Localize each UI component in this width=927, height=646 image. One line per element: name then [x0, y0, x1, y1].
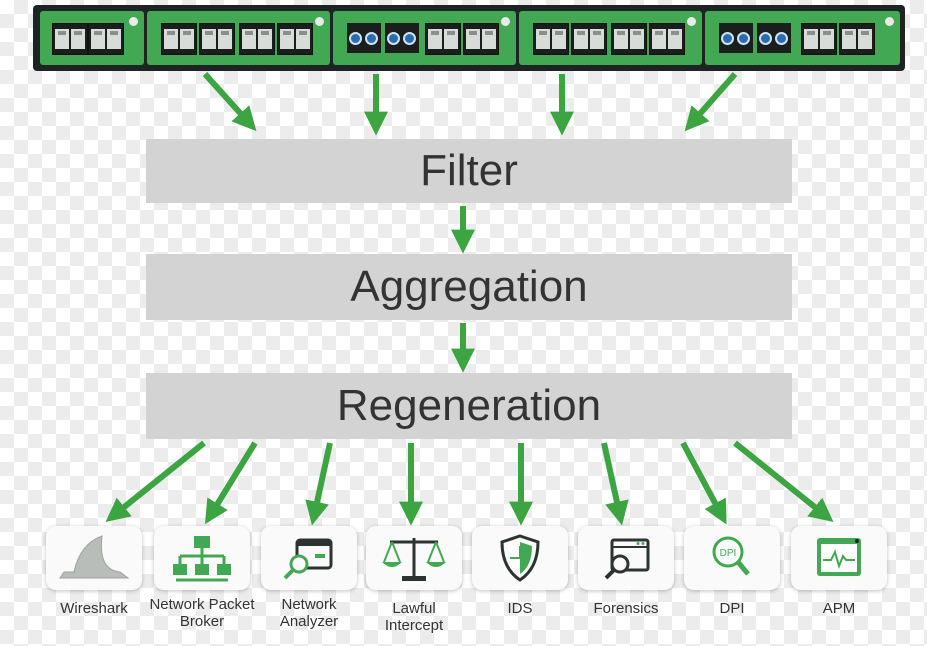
port-module-1 — [40, 11, 144, 65]
aggregation-stage: Aggregation — [146, 254, 792, 320]
sfp-port — [385, 23, 419, 53]
status-led — [687, 17, 696, 26]
arrow-to-wireshark — [105, 440, 206, 523]
status-led — [129, 17, 138, 26]
dpi-icon-text: DPI — [720, 548, 737, 559]
rj45-port — [533, 23, 569, 55]
port-module-2 — [147, 11, 330, 65]
rj45-port — [649, 23, 685, 55]
arrow-to-network-packet-broker — [204, 441, 258, 525]
sfp-port — [347, 23, 381, 53]
rj45-port — [611, 23, 647, 55]
network-analyzer-tool — [261, 526, 357, 590]
filter-stage: Filter — [146, 139, 792, 203]
browser-magnifier-icon — [604, 538, 650, 580]
rj45-port — [425, 23, 461, 55]
dpi-label: DPI — [719, 600, 745, 617]
shark-fin-icon — [59, 535, 130, 579]
dpi-magnifier-icon: DPI — [712, 536, 750, 576]
rj45-port — [52, 23, 88, 55]
shield-icon — [500, 534, 540, 582]
ids-tool — [472, 526, 568, 590]
dpi-tool: DPI — [684, 526, 780, 590]
port-module-5 — [705, 11, 900, 65]
arrow-to-network-analyzer — [305, 442, 333, 526]
apm-tool — [791, 526, 887, 590]
ids-label: IDS — [507, 600, 533, 617]
network-packet-broker-tool — [154, 526, 250, 590]
arrow-port-to-filter — [684, 72, 738, 132]
arrow-to-dpi — [680, 441, 727, 525]
rj45-port — [801, 23, 837, 55]
network-analyzer-label: Network Analyzer — [279, 596, 339, 630]
rj45-port — [88, 23, 124, 55]
forensics-tool — [578, 526, 674, 590]
rj45-port — [571, 23, 607, 55]
forensics-label: Forensics — [593, 600, 659, 617]
lawful-intercept-label: Lawful Intercept — [384, 600, 444, 634]
status-led — [885, 17, 894, 26]
network-packet-broker-label: Network Packet Broker — [149, 596, 255, 630]
rj45-port — [199, 23, 235, 55]
status-led — [315, 17, 324, 26]
wireshark-tool — [46, 526, 142, 590]
arrow-port-to-filter — [202, 71, 257, 132]
scales-icon — [382, 538, 446, 581]
sfp-port — [719, 23, 753, 53]
port-module-3 — [333, 11, 516, 65]
apm-label: APM — [822, 600, 856, 617]
status-led — [501, 17, 510, 26]
rj45-port — [463, 23, 499, 55]
regeneration-stage: Regeneration — [146, 373, 792, 439]
rj45-port — [839, 23, 875, 55]
wireshark-label: Wireshark — [60, 600, 128, 617]
rj45-port — [277, 23, 313, 55]
network-tap-chassis — [33, 5, 905, 71]
monitor-waveform-icon — [817, 538, 861, 576]
analyzer-window-magnifier-icon — [283, 538, 333, 580]
arrow-to-apm — [733, 440, 834, 523]
port-module-4 — [519, 11, 702, 65]
rj45-port — [161, 23, 197, 55]
rj45-port — [239, 23, 275, 55]
network-tree-icon — [173, 536, 231, 582]
sfp-port — [757, 23, 791, 53]
lawful-intercept-tool — [366, 526, 462, 590]
arrow-to-forensics — [601, 442, 629, 526]
